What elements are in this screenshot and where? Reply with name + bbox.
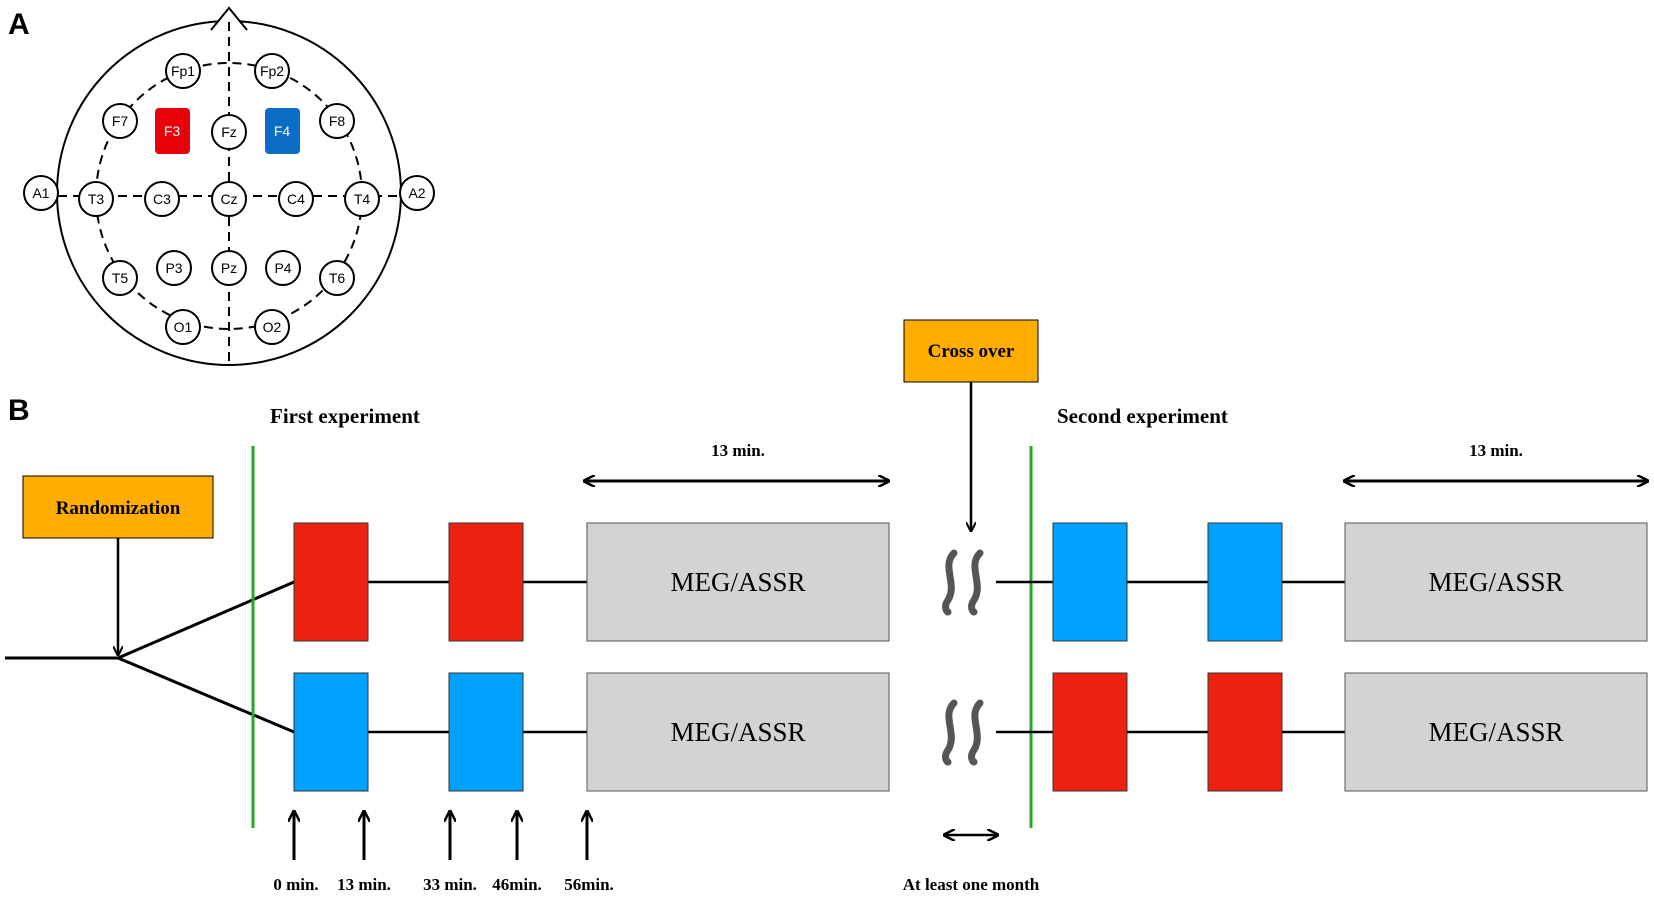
electrode-o2-label: O2 <box>263 319 282 335</box>
upper-session-block-2-red <box>448 522 524 642</box>
lower-meg-block-first <box>586 672 890 792</box>
electrode-f8: F8 <box>319 103 355 139</box>
upper-meg-label-first: MEG/ASSR <box>670 567 805 597</box>
nose-marker <box>210 6 248 31</box>
electrode-f4-label: F4 <box>274 123 291 139</box>
randomization-label: Randomization <box>56 498 181 519</box>
duration-label-second: 13 min. <box>1469 441 1523 460</box>
branch-lower <box>117 656 295 734</box>
lower-session-block-3-red <box>1052 672 1128 792</box>
electrode-fp2: Fp2 <box>254 53 290 89</box>
upper-meg-block-first <box>586 522 890 642</box>
electrode-o1: O1 <box>165 309 201 345</box>
electrode-a2-label: A2 <box>408 185 425 201</box>
lower-session-block-1-blue <box>293 672 369 792</box>
electrode-t3-label: T3 <box>88 191 105 207</box>
lower-session-block-2-blue <box>448 672 524 792</box>
panel-b-label: B <box>8 394 30 427</box>
interval-label: At least one month <box>903 875 1040 894</box>
timepoint-label-0: 0 min. <box>273 875 318 894</box>
electrode-p3-label: P3 <box>165 260 182 276</box>
electrode-t5-label: T5 <box>112 270 129 286</box>
lower-meg-block-second <box>1344 672 1648 792</box>
electrode-a2: A2 <box>408 185 425 201</box>
upper-session-block-3-blue <box>1052 522 1128 642</box>
branch-upper <box>117 580 295 660</box>
f4-highlight-box <box>265 108 300 154</box>
electrode-cz-label: Cz <box>220 191 237 207</box>
lower-session-block-4-red <box>1207 672 1283 792</box>
randomization-box <box>22 475 214 539</box>
electrode-a1-label: A1 <box>32 185 49 201</box>
ear-left <box>23 175 59 211</box>
electrode-p4: P4 <box>265 250 301 286</box>
electrode-cz: Cz <box>211 181 247 217</box>
electrode-t6: T6 <box>319 260 355 296</box>
electrode-t5: T5 <box>102 260 138 296</box>
time-break-marker-upper <box>942 549 984 616</box>
eeg-electrode-map: Fp1 Fp2 F7 F3 Fz F4 F8 A1 T3 C3 Cz C4 T4… <box>23 6 435 366</box>
upper-meg-block-second <box>1344 522 1648 642</box>
duration-label-first: 13 min. <box>711 441 765 460</box>
second-experiment-heading: Second experiment <box>1057 404 1228 428</box>
timepoint-label-46: 46min. <box>492 875 542 894</box>
electrode-p4-label: P4 <box>274 260 291 276</box>
electrode-f7: F7 <box>102 103 138 139</box>
electrode-p3: P3 <box>156 250 192 286</box>
electrode-fp1-label: Fp1 <box>171 63 195 79</box>
time-break-marker-lower <box>942 699 984 766</box>
electrode-c3: C3 <box>144 181 180 217</box>
electrode-c4-label: C4 <box>287 191 305 207</box>
upper-session-block-4-blue <box>1207 522 1283 642</box>
cross-over-box <box>903 319 1039 383</box>
electrode-t4: T4 <box>344 181 380 217</box>
electrode-f8-label: F8 <box>329 113 346 129</box>
electrode-c3-label: C3 <box>153 191 171 207</box>
electrode-o2: O2 <box>254 309 290 345</box>
electrode-fz: Fz <box>211 114 247 150</box>
electrode-fp1: Fp1 <box>165 53 201 89</box>
upper-meg-label-second: MEG/ASSR <box>1428 567 1563 597</box>
ear-right <box>399 175 435 211</box>
f3-highlight-box <box>155 108 190 154</box>
electrode-t4-label: T4 <box>354 191 371 207</box>
panel-a-label: A <box>8 8 30 41</box>
electrode-pz-label: Pz <box>221 260 237 276</box>
electrode-f3-highlighted: F3 <box>155 108 190 154</box>
timepoint-label-13: 13 min. <box>337 875 391 894</box>
lower-meg-label-second: MEG/ASSR <box>1428 717 1563 747</box>
timepoint-label-56: 56min. <box>564 875 614 894</box>
lower-meg-label-first: MEG/ASSR <box>670 717 805 747</box>
first-experiment-heading: First experiment <box>270 404 420 428</box>
electrode-f3-label: F3 <box>164 123 181 139</box>
electrode-t6-label: T6 <box>329 270 346 286</box>
electrode-c4: C4 <box>278 181 314 217</box>
cross-over-label: Cross over <box>928 341 1015 362</box>
electrode-t3: T3 <box>78 181 114 217</box>
upper-session-block-1-red <box>293 522 369 642</box>
electrode-f7-label: F7 <box>112 113 129 129</box>
electrode-f4-highlighted: F4 <box>265 108 300 154</box>
electrode-pz: Pz <box>211 250 247 286</box>
electrode-fz-label: Fz <box>221 124 237 140</box>
electrode-fp2-label: Fp2 <box>260 63 284 79</box>
timepoint-label-33: 33 min. <box>423 875 477 894</box>
electrode-a1: A1 <box>32 185 49 201</box>
electrode-o1-label: O1 <box>174 319 193 335</box>
